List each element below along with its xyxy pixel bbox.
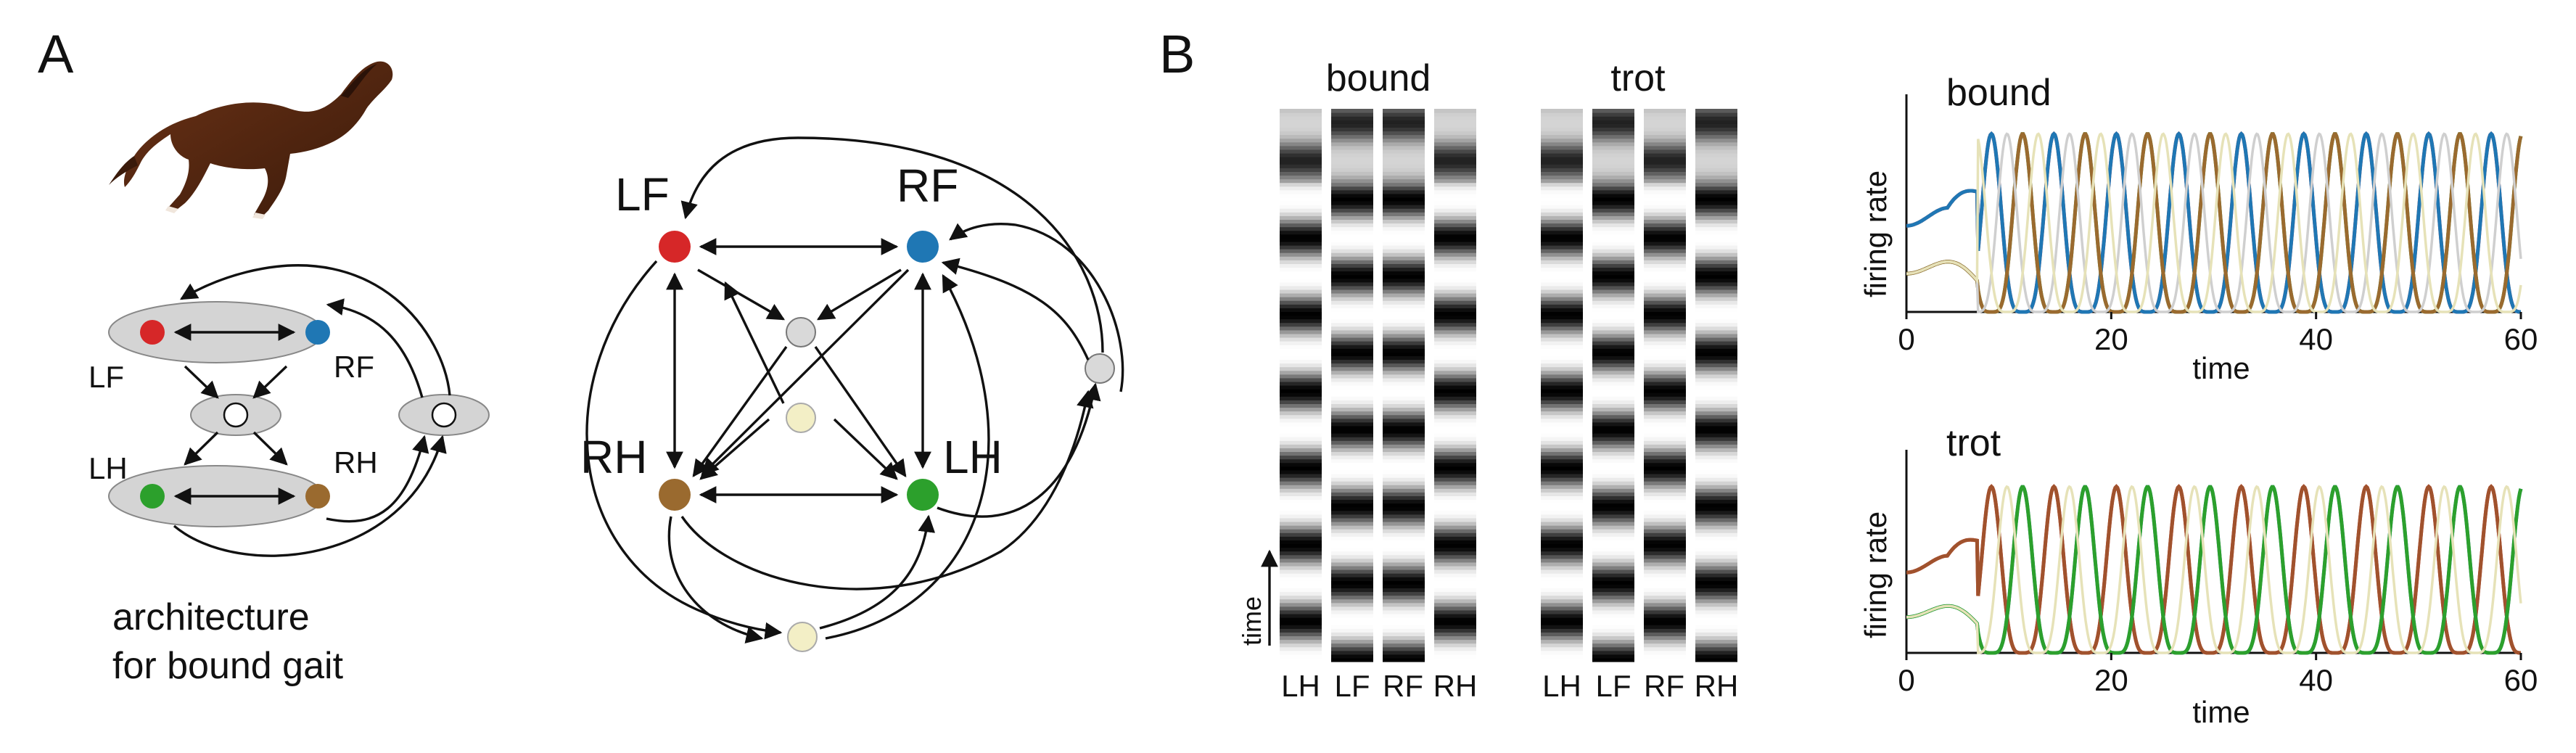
series-trace [1906,132,2523,314]
raster-column [1644,109,1686,662]
chart-traces [1906,484,2523,655]
chart-bound: bound firing rate time 0 20 40 60 [1859,72,2538,385]
inhibitory-right [1085,353,1115,384]
label-lh-small: LH [89,451,128,485]
x-tick-labels: 0 20 40 60 [1898,312,2538,356]
raster-column [1541,109,1583,662]
chart-title: bound [1946,72,2052,114]
chart-title: trot [1946,422,2001,464]
label-rf: RF [897,160,958,212]
series-trace [1906,484,2521,655]
col-label-rh: RH [1433,669,1478,703]
label-rh: RH [580,431,647,483]
x-tick-label: 60 [2504,322,2538,356]
x-tick-label: 40 [2299,663,2333,697]
caption-line-2: for bound gait [112,645,344,687]
middle-interneuron [223,402,249,428]
time-arrow: time [1237,549,1278,646]
x-tick-label: 60 [2504,663,2538,697]
excitatory-center [786,403,816,433]
inhibitory-center [786,317,816,347]
x-tick-label: 20 [2094,663,2128,697]
raster-time-label: time [1237,596,1267,646]
panel-letter-a: A [38,24,74,84]
y-axis-label: firing rate [1859,170,1893,297]
label-rh-small: RH [334,445,378,480]
series-trace [1906,131,2521,314]
col-label-rf: RF [1644,669,1684,703]
panel-letter-b: B [1159,24,1195,84]
raster-bound [1280,109,1476,662]
raster-column [1280,109,1322,662]
raster-bound-title: bound [1326,57,1431,99]
x-tick-labels: 0 20 40 60 [1898,653,2538,697]
label-lh: LH [943,431,1003,483]
caption-line-1: architecture [112,596,310,638]
series-trace [1906,132,2522,313]
bound-architecture-diagram: LF RF LH RH [89,264,490,557]
x-tick-label: 0 [1898,322,1914,356]
node-lf [659,231,691,263]
horse-illustration [109,61,393,219]
label-lf-small: LF [89,360,124,394]
node-rf [907,231,939,263]
x-tick-label: 40 [2299,322,2333,356]
col-label-rh: RH [1695,669,1739,703]
col-label-lf: LF [1334,669,1370,703]
series-trace [1906,485,2522,654]
col-label-lh: LH [1542,669,1581,703]
chart-traces [1906,131,2523,314]
series-trace [1906,132,2522,313]
node-lh-small [140,484,165,509]
col-label-lf: LF [1595,669,1631,703]
raster-trot-title: trot [1610,57,1666,99]
raster-column [1695,109,1737,662]
node-rh [659,479,691,511]
node-rh-small [305,484,330,509]
excitatory-bottom [787,622,818,652]
raster-column [1434,109,1476,662]
col-label-lh: LH [1281,669,1320,703]
raster-trot [1541,109,1737,662]
network-diagram: LF RF RH LH [580,136,1124,652]
raster-column-labels-trot: LH LF RF RH [1542,669,1738,703]
node-lf-small [140,320,165,345]
y-axis-label: firing rate [1859,511,1893,638]
label-lf: LF [615,168,670,221]
series-trace [1906,485,2523,655]
col-label-rf: RF [1383,669,1423,703]
node-rf-small [305,320,330,345]
label-rf-small: RF [334,350,374,384]
x-axis-label: time [2192,695,2250,729]
chart-trot: trot firing rate time 0 20 40 60 [1859,422,2538,729]
raster-column [1383,109,1425,662]
node-lh [907,479,939,511]
x-axis-label: time [2192,351,2250,385]
raster-column [1592,109,1634,662]
x-tick-label: 0 [1898,663,1914,697]
right-interneuron [431,402,457,428]
raster-column [1331,109,1373,662]
raster-column-labels-bound: LH LF RF RH [1281,669,1477,703]
x-tick-label: 20 [2094,322,2128,356]
